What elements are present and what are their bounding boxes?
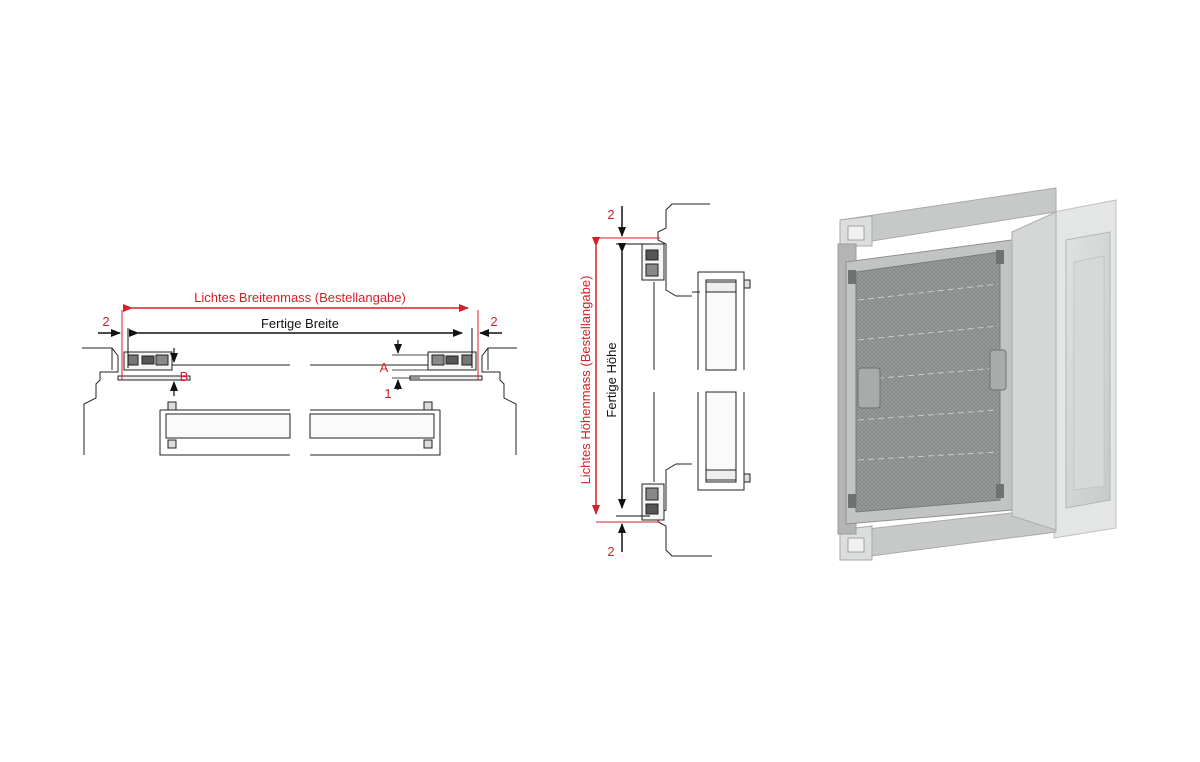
top-gap-label: 2	[607, 207, 614, 222]
height-dimensions	[592, 206, 660, 552]
screen-mesh	[855, 251, 1001, 513]
product-render	[837, 187, 1117, 561]
lichtes-hoehe-label: Lichtes Höhenmass (Bestellangabe)	[578, 276, 593, 485]
lichtes-breite-label: Lichtes Breitenmass (Bestellangabe)	[194, 290, 406, 305]
label-a: A	[380, 360, 389, 375]
left-wall-profile	[82, 347, 119, 455]
right-gap-label: 2	[490, 314, 497, 329]
right-wall-profile	[481, 347, 517, 455]
bottom-gap-label: 2	[607, 544, 614, 559]
width-section-drawing	[82, 347, 517, 456]
left-gap-label: 2	[102, 314, 109, 329]
label-b: B	[180, 369, 189, 384]
width-dimensions	[98, 304, 502, 396]
height-section-drawing	[641, 203, 751, 557]
window-sash	[159, 410, 441, 456]
vertical-sash	[697, 271, 745, 491]
fertige-breite-label: Fertige Breite	[261, 316, 339, 331]
top-wall-profile	[657, 203, 710, 297]
right-screen-handle	[989, 349, 1007, 391]
left-screen-handle	[857, 367, 881, 409]
label-1: 1	[384, 386, 391, 401]
fertige-hoehe-label: Fertige Höhe	[604, 342, 619, 417]
bottom-wall-profile	[657, 463, 712, 557]
